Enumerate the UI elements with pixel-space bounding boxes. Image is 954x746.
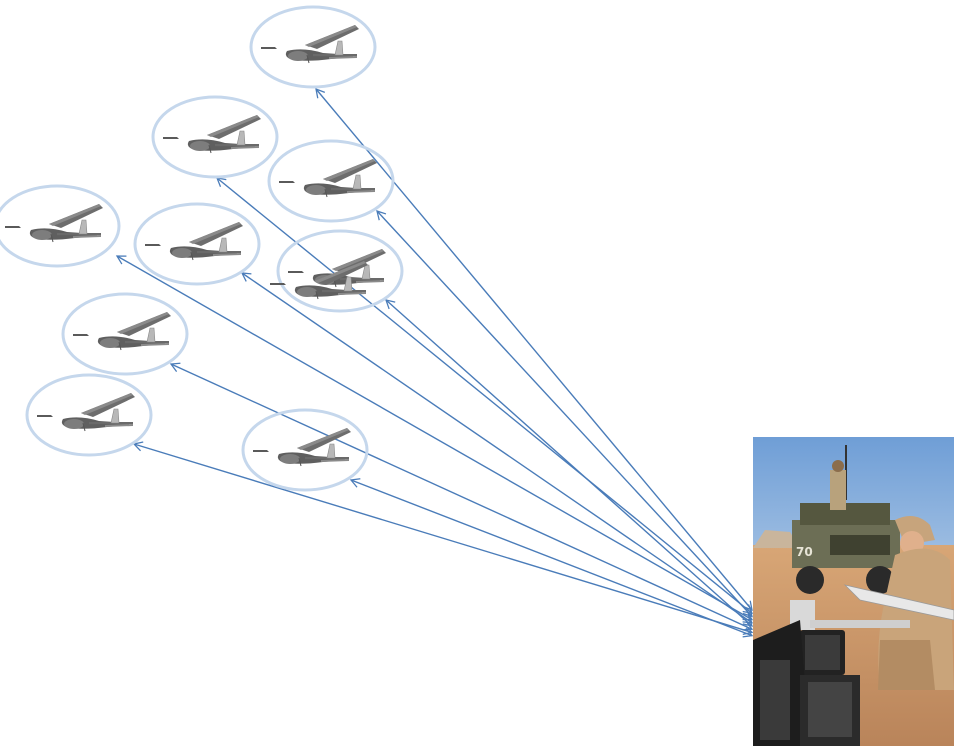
node-ring: [133, 202, 261, 286]
soldier-icon: [878, 516, 954, 690]
drone-node: [241, 408, 369, 492]
drone-node: [276, 229, 404, 313]
node-ring: [25, 373, 153, 457]
communication-links: [115, 87, 754, 638]
drone-node: [0, 184, 121, 268]
link-arrow: [349, 478, 754, 638]
drone-node: [267, 139, 395, 223]
ground-station-photo: 70: [753, 437, 954, 746]
drone-node: [25, 373, 153, 457]
link-arrow: [169, 362, 754, 631]
drone-node: [249, 5, 377, 89]
equipment-case-icon: [753, 620, 860, 746]
node-ring: [61, 292, 189, 376]
node-ring: [276, 229, 404, 313]
drone-node: [151, 95, 279, 179]
node-ring: [151, 95, 279, 179]
humvee-vehicle-icon: 70: [792, 445, 900, 594]
link-arrow: [376, 210, 753, 618]
node-ring: [249, 5, 377, 89]
node-ring: [267, 139, 395, 223]
drone-node: [61, 292, 189, 376]
drone-nodes: [0, 5, 404, 492]
node-ring: [0, 184, 121, 268]
drone-node: [133, 202, 261, 286]
node-ring: [241, 408, 369, 492]
link-arrow: [115, 255, 754, 621]
vehicle-number: 70: [796, 545, 813, 559]
